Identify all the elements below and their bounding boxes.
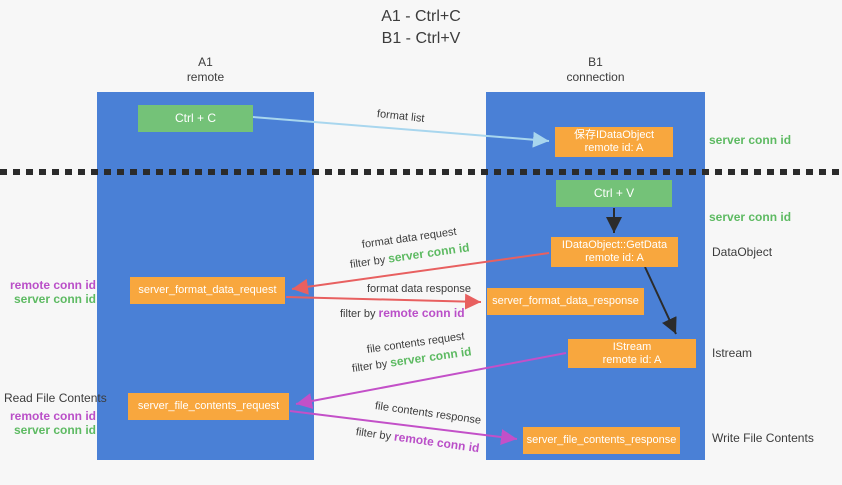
column-header-b1: B1 connection	[486, 55, 705, 85]
server-format-data-response-box: server_format_data_response	[487, 288, 644, 315]
left-conn-ids-format: remote conn id server conn id	[10, 278, 96, 306]
save-idataobject-box: 保存IDataObject remote id: A	[555, 127, 673, 157]
getdata-line2: remote id: A	[585, 252, 644, 264]
ctrl-v-label: Ctrl + V	[593, 186, 635, 200]
idataobject-getdata-box: IDataObject::GetData remote id: A	[551, 237, 678, 267]
remote-conn-id-annotation-2: remote conn id	[10, 409, 97, 423]
dataobject-annotation: DataObject	[712, 245, 773, 259]
column-header-a1: A1 remote	[97, 55, 314, 85]
ctrl-v-box: Ctrl + V	[556, 180, 672, 207]
format-data-response-label: format data response	[367, 283, 471, 295]
write-file-contents-annotation: Write File Contents	[712, 431, 814, 445]
column-b1-name: B1	[588, 55, 603, 69]
filter-by-text: filter by	[351, 358, 389, 375]
server-conn-id-annotation-4: server conn id	[13, 423, 96, 437]
format-list-label: format list	[376, 108, 426, 125]
istream-annotation: Istream	[712, 346, 753, 360]
column-b1-subtitle: connection	[566, 70, 625, 84]
filter-by-text: filter by	[349, 254, 387, 271]
title-line-a1: A1 - Ctrl+C	[381, 8, 461, 25]
remote-conn-id-annotation-1: remote conn id	[10, 278, 97, 292]
istream-line2: remote id: A	[602, 353, 662, 366]
server-file-contents-response-label: server_file_contents_response	[526, 434, 677, 446]
file-contents-response-label: file contents response	[374, 400, 482, 427]
server-file-contents-response-box: server_file_contents_response	[523, 427, 680, 454]
server-conn-id-annotation-2: server conn id	[709, 210, 792, 224]
filter-by-text: filter by	[355, 426, 392, 443]
filter-by-text: filter by	[340, 308, 376, 320]
left-conn-ids-file: remote conn id server conn id	[10, 409, 96, 437]
diagram-title: A1 - Ctrl+C B1 - Ctrl+V	[0, 6, 842, 50]
istream-box: IStream remote id: A	[568, 339, 696, 368]
ctrl-c-label: Ctrl + C	[174, 111, 216, 125]
column-a1-name: A1	[198, 55, 213, 69]
remote-conn-id-filter-1: remote conn id	[378, 306, 465, 320]
server-format-data-request-label: server_format_data_request	[138, 284, 277, 296]
server-file-contents-request-label: server_file_contents_request	[137, 400, 280, 412]
remote-conn-id-filter-2: remote conn id	[393, 429, 481, 456]
save-idataobject-line1: 保存IDataObject	[573, 129, 655, 141]
server-file-contents-request-box: server_file_contents_request	[128, 393, 289, 420]
istream-line1: IStream	[612, 340, 652, 353]
save-idataobject-line2: remote id: A	[584, 142, 644, 154]
filter-by-remote-conn-id-label-2: filter by remote conn id	[355, 424, 480, 455]
read-file-contents-annotation: Read File Contents	[4, 391, 107, 405]
filter-by-remote-conn-id-label-1: filter by remote conn id	[340, 306, 465, 320]
server-format-data-response-label: server_format_data_response	[492, 295, 639, 307]
title-line-b1: B1 - Ctrl+V	[381, 30, 461, 47]
server-conn-id-annotation-3: server conn id	[13, 292, 96, 306]
server-format-data-request-box: server_format_data_request	[130, 277, 285, 304]
column-a1-subtitle: remote	[186, 70, 225, 84]
format-data-response-arrow	[285, 293, 482, 310]
ctrl-c-box: Ctrl + C	[138, 105, 253, 132]
getdata-line1: IDataObject::GetData	[561, 239, 668, 251]
server-conn-id-annotation-1: server conn id	[709, 133, 792, 147]
